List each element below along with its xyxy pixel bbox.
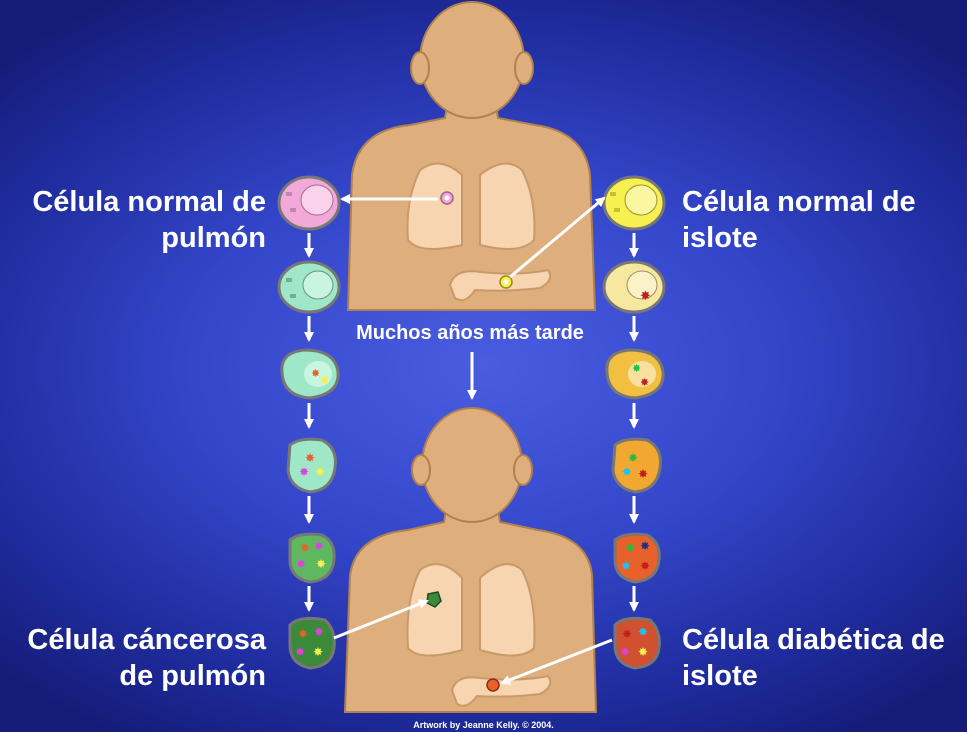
islet-cell-stage-2: ✸ xyxy=(604,262,664,312)
label-years-later: Muchos años más tarde xyxy=(320,322,620,345)
islet-cell-stage-5: ✸ ✸ ✸ ✸ xyxy=(615,534,659,582)
label-lung-cancer-line1: Célula cáncerosa xyxy=(0,622,266,658)
person-bottom xyxy=(345,408,596,712)
person-bottom-head xyxy=(422,408,522,522)
islet-cell-stage-6-diabetic: ✸ ✸ ✸ ✸ xyxy=(615,618,659,668)
svg-text:✸: ✸ xyxy=(621,559,631,573)
lung-cell-stage-4: ✸✸✸ xyxy=(288,439,335,492)
svg-text:✸: ✸ xyxy=(638,467,648,481)
svg-text:✸: ✸ xyxy=(640,377,649,389)
svg-text:✸: ✸ xyxy=(313,645,323,659)
svg-text:✸: ✸ xyxy=(638,645,648,659)
label-islet-diabetic: Célula diabética de islote xyxy=(682,622,945,694)
svg-text:✸: ✸ xyxy=(632,363,641,375)
svg-text:✸: ✸ xyxy=(300,541,310,555)
person-top xyxy=(348,2,595,310)
islet-cell-stage-3: ✸✸ xyxy=(607,350,663,398)
lung-cell-stage-2 xyxy=(279,262,339,312)
svg-text:✸: ✸ xyxy=(638,625,648,639)
svg-text:✸: ✸ xyxy=(625,541,635,555)
svg-text:✸: ✸ xyxy=(296,557,306,571)
svg-text:✸: ✸ xyxy=(311,368,320,380)
label-lung-normal-line2: pulmón xyxy=(0,220,266,256)
label-islet-normal-line1: Célula normal de xyxy=(682,184,916,220)
label-lung-cancer-line2: de pulmón xyxy=(0,658,266,694)
svg-text:✸: ✸ xyxy=(314,539,324,553)
label-lung-normal-line1: Célula normal de xyxy=(0,184,266,220)
label-lung-cancer: Célula cáncerosa de pulmón xyxy=(0,622,266,694)
svg-text:✸: ✸ xyxy=(305,451,315,465)
svg-text:✸: ✸ xyxy=(622,627,632,641)
svg-text:✸: ✸ xyxy=(622,465,632,479)
label-lung-normal: Célula normal de pulmón xyxy=(0,184,266,256)
svg-text:✸: ✸ xyxy=(316,557,326,571)
label-islet-normal: Célula normal de islote xyxy=(682,184,916,256)
lung-cell-stage-3: ✸✸ xyxy=(282,350,338,398)
svg-text:✸: ✸ xyxy=(640,288,651,303)
label-islet-diabetic-line1: Célula diabética de xyxy=(682,622,945,658)
svg-text:✸: ✸ xyxy=(315,465,325,479)
svg-text:✸: ✸ xyxy=(640,539,650,553)
svg-text:✸: ✸ xyxy=(295,645,305,659)
lung-cell-stage-5: ✸ ✸ ✸ ✸ xyxy=(290,534,334,582)
person-top-head xyxy=(420,2,524,118)
svg-text:✸: ✸ xyxy=(314,625,324,639)
lung-cell-stage-1 xyxy=(279,177,339,229)
svg-text:✸: ✸ xyxy=(640,559,650,573)
svg-text:✸: ✸ xyxy=(320,375,329,387)
svg-text:✸: ✸ xyxy=(299,465,309,479)
label-islet-normal-line2: islote xyxy=(682,220,916,256)
label-islet-diabetic-line2: islote xyxy=(682,658,945,694)
lung-right-bottom xyxy=(480,564,535,655)
svg-text:✸: ✸ xyxy=(620,645,630,659)
svg-text:✸: ✸ xyxy=(628,451,638,465)
svg-text:✸: ✸ xyxy=(298,627,308,641)
islet-cell-stage-4: ✸✸✸ xyxy=(613,439,660,492)
lung-left-bottom xyxy=(408,564,463,655)
islet-cell-stage-1 xyxy=(604,177,664,229)
lung-cell-stage-6-cancer: ✸ ✸ ✸ ✸ xyxy=(290,618,334,668)
artwork-credit: Artwork by Jeanne Kelly. © 2004. xyxy=(0,720,967,730)
